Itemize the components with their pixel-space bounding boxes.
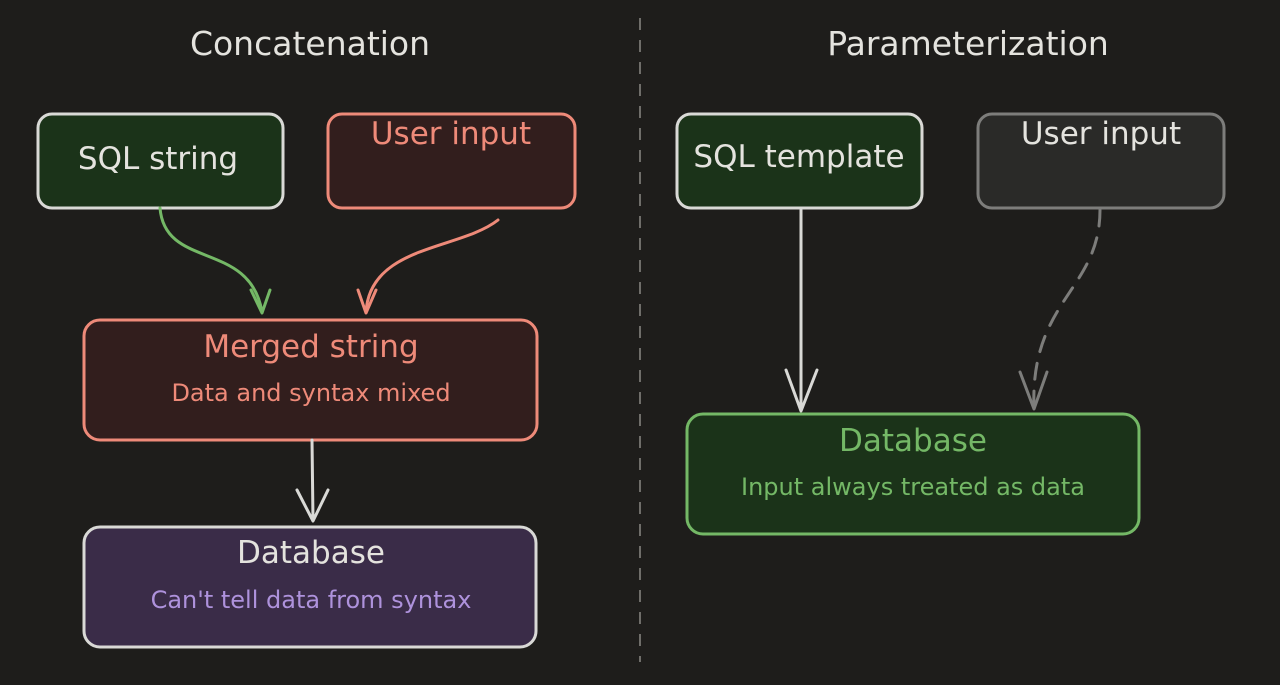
user-input-label-concat: User input: [371, 116, 531, 152]
concatenation-heading: Concatenation: [190, 24, 430, 63]
parameterization-heading: Parameterization: [827, 24, 1109, 63]
arrow-sql-to-merged-head: [249, 288, 272, 315]
database-box-concat: Database Can't tell data from syntax: [82, 525, 538, 649]
merged-string-subtitle: Data and syntax mixed: [171, 379, 450, 407]
database-subtitle-concat: Can't tell data from syntax: [151, 586, 472, 614]
user-input-label-param: User input: [1021, 116, 1181, 152]
database-title-concat: Database: [237, 535, 385, 571]
merged-string-title: Merged string: [203, 329, 418, 365]
database-subtitle-param: Input always treated as data: [741, 473, 1085, 501]
sql-string-label: SQL string: [78, 141, 238, 177]
sql-string-box: SQL string: [36, 112, 285, 210]
user-input-box-concat: User input: [326, 112, 577, 210]
arrow-input-to-database-dashed: [1032, 208, 1102, 410]
arrow-template-to-database: [784, 208, 819, 413]
sql-template-label: SQL template: [693, 139, 904, 175]
arrow-merged-to-database: [295, 438, 330, 523]
arrow-input-to-merged: [364, 218, 500, 314]
arrow-input-to-database-head: [1018, 370, 1049, 411]
arrow-sql-to-merged: [158, 206, 264, 314]
merged-string-box: Merged string Data and syntax mixed: [82, 318, 539, 442]
sql-template-box: SQL template: [675, 112, 924, 210]
user-input-box-param: User input: [976, 112, 1226, 210]
database-title-param: Database: [839, 423, 987, 459]
database-box-param: Database Input always treated as data: [685, 412, 1141, 536]
arrow-input-to-merged-head: [356, 288, 378, 315]
